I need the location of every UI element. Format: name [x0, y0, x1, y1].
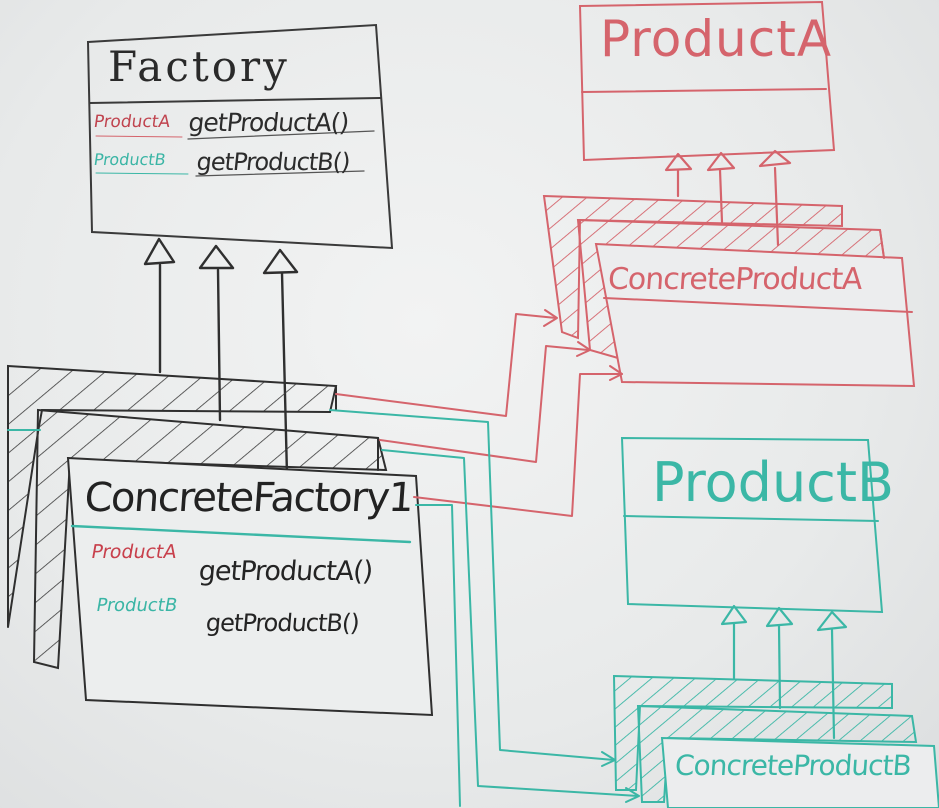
dependency-arrows-product-b: [7, 409, 640, 807]
factory-title: Factory: [108, 42, 290, 91]
concrete-product-b-stack: [612, 674, 939, 808]
product-b-outline: [620, 436, 884, 614]
product-b-divider: [623, 515, 879, 522]
factory-method-2-return-type: ProductB: [92, 150, 168, 169]
product-a-outline: [578, 0, 836, 162]
concrete-factory-method-1-return-type: ProductA: [89, 541, 179, 563]
factory-class-box: [86, 23, 394, 250]
factory-underline-teal: [95, 172, 189, 175]
concrete-factory-divider: [70, 524, 412, 544]
product-b-title: ProductB: [652, 451, 895, 514]
factory-method-1-return-type: ProductA: [92, 112, 172, 132]
dependency-arrows-product-a: [335, 309, 623, 517]
factory-divider: [89, 97, 381, 104]
inherit-head-1: [143, 237, 176, 266]
factory-underline-2: [195, 170, 365, 177]
factory-box-outline: [86, 23, 394, 250]
factory-underline-1: [187, 130, 375, 140]
concrete-product-b-front: [660, 736, 939, 808]
concrete-factory-method-1-signature: getProductA(): [197, 556, 374, 587]
dep-b-1: [329, 409, 615, 761]
concrete-factory-method-2-signature: getProductB(): [204, 609, 360, 637]
dep-a-3: [413, 373, 623, 517]
factory-method-2-signature: getProductB(): [195, 148, 351, 176]
concrete-product-a-front: [594, 242, 916, 388]
concrete-product-b-title: ConcreteProductB: [673, 749, 912, 782]
product-a-divider: [581, 88, 827, 93]
product-a-class-box: [578, 0, 836, 162]
factory-underline-red: [95, 135, 183, 138]
dep-a-1: [335, 313, 557, 417]
concrete-factory-front: [66, 456, 434, 717]
concrete-product-a-divider: [603, 297, 913, 313]
concrete-product-a-title: ConcreteProductA: [606, 262, 863, 297]
dep-b-2: [381, 449, 639, 797]
concrete-factory-title: ConcreteFactory1: [82, 475, 414, 521]
dep-a-2: [379, 345, 589, 463]
product-b-class-box: [620, 436, 884, 614]
inherit-head-2: [198, 244, 235, 270]
concrete-factory-method-2-return-type: ProductB: [94, 595, 180, 616]
inherit-head-3: [262, 248, 299, 275]
factory-method-1-signature: getProductA(): [187, 108, 350, 137]
product-a-title: ProductA: [600, 10, 833, 68]
concrete-factory-stack: [7, 364, 434, 717]
